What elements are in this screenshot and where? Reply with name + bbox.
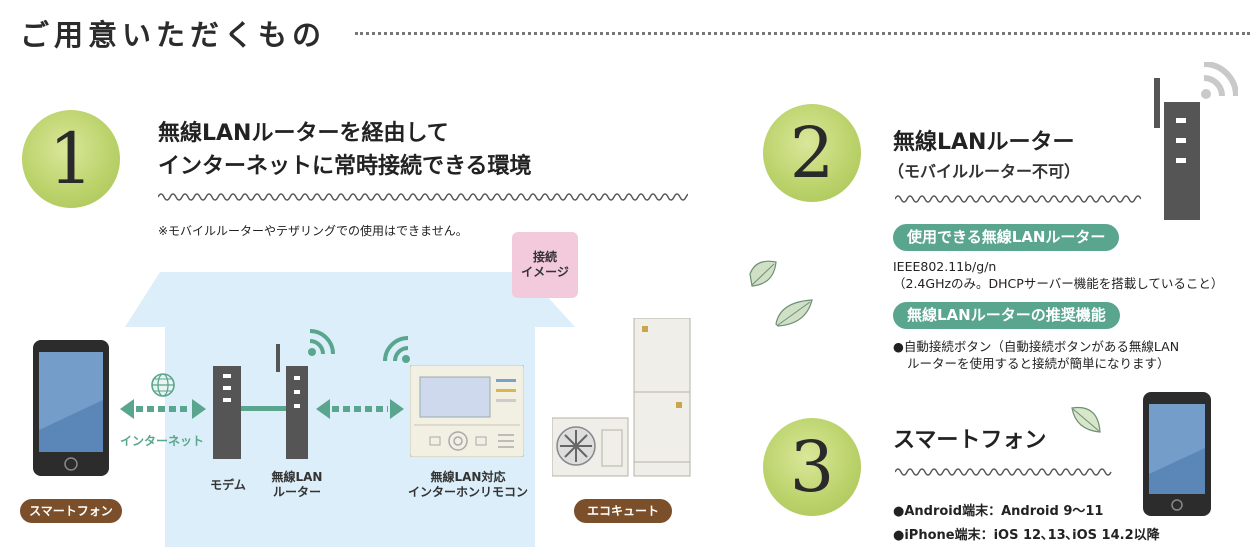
- ecocute-pill: エコキュート: [574, 499, 672, 523]
- smartphone-pill: スマートフォン: [20, 499, 122, 523]
- step-1-circle: 1: [22, 110, 120, 208]
- usable-line1: IEEE802.11b/g/n: [893, 259, 997, 274]
- internet-label: インターネット: [120, 434, 205, 448]
- iphone-requirement: ●iPhone端末：iOS 12､13､iOS 14.2以降: [893, 528, 1160, 543]
- step-2-circle: 2: [763, 104, 861, 202]
- section2-subheading: （モバイルルーター不可）: [888, 162, 1081, 181]
- modem-label: モデム: [210, 478, 246, 492]
- badge-line1: 接続: [532, 250, 557, 264]
- smartphone-icon-right: [1143, 392, 1211, 516]
- router-wifi-icon: [308, 329, 335, 356]
- wireless-arrow: [316, 399, 404, 419]
- usable-line2: （2.4GHzのみ。DHCPサーバー機能を搭載していること）: [893, 276, 1224, 291]
- section3-heading: スマートフォン: [893, 428, 1047, 453]
- ecocute-icon: [552, 318, 691, 477]
- router-icon: [276, 344, 308, 459]
- section1-heading-line1: 無線LANルーターを経由して: [158, 121, 449, 146]
- wireless-router-icon: [1154, 62, 1238, 220]
- connection-image-badge: 接続 イメージ: [512, 232, 578, 298]
- modem-router-cable: [241, 406, 287, 411]
- modem-icon: [213, 366, 241, 459]
- router-label-line1: 無線LAN: [271, 470, 323, 484]
- recommended-text: ●自動接続ボタン（自動接続ボタンがある無線LAN ルーターを使用すると接続が簡単…: [893, 338, 1179, 372]
- recommended-line2: ルーターを使用すると接続が簡単になります）: [907, 356, 1170, 371]
- section2-squiggle: [895, 195, 1141, 203]
- section1-heading: 無線LANルーターを経由して インターネットに常時接続できる環境: [158, 117, 532, 183]
- leaf-icon: [749, 260, 777, 287]
- intercom-remote-icon: [410, 365, 524, 457]
- section1-squiggle: [158, 193, 688, 201]
- router-label: 無線LAN ルーター: [262, 470, 332, 500]
- section2-heading: 無線LANルーター: [893, 130, 1075, 155]
- section1-heading-line2: インターネットに常時接続できる環境: [158, 154, 532, 179]
- page-title: ご用意いただくもの: [20, 18, 327, 52]
- remote-label-line2: インターホンリモコン: [407, 485, 528, 499]
- step-3-number: 3: [789, 426, 835, 508]
- remote-wifi-icon: [383, 336, 410, 363]
- smartphone-icon: [33, 340, 109, 476]
- recommended-pill: 無線LANルーターの推奨機能: [893, 302, 1120, 329]
- router-label-line2: ルーター: [272, 485, 321, 499]
- recommended-line1: ●自動接続ボタン（自動接続ボタンがある無線LAN: [893, 339, 1180, 354]
- step-3-circle: 3: [763, 418, 861, 516]
- internet-arrow: [120, 399, 206, 419]
- leaf-icon-2: [775, 299, 813, 327]
- step-2-number: 2: [789, 112, 835, 194]
- globe-icon: [151, 373, 175, 397]
- section1-note: ※モバイルルーターやテザリングでの使用はできません。: [158, 224, 468, 238]
- remote-label: 無線LAN対応 インターホンリモコン: [393, 470, 543, 500]
- section3-squiggle: [895, 468, 1112, 476]
- android-requirement: ●Android端末：Android 9～11: [893, 504, 1104, 519]
- step-1-number: 1: [48, 118, 94, 200]
- title-divider: [355, 32, 1250, 35]
- usable-router-pill: 使用できる無線LANルーター: [893, 224, 1120, 251]
- leaf-icon-3: [1071, 406, 1101, 433]
- usable-router-text: IEEE802.11b/g/n （2.4GHzのみ。DHCPサーバー機能を搭載し…: [893, 258, 1223, 292]
- badge-line2: イメージ: [521, 265, 569, 279]
- remote-label-line1: 無線LAN対応: [430, 470, 506, 484]
